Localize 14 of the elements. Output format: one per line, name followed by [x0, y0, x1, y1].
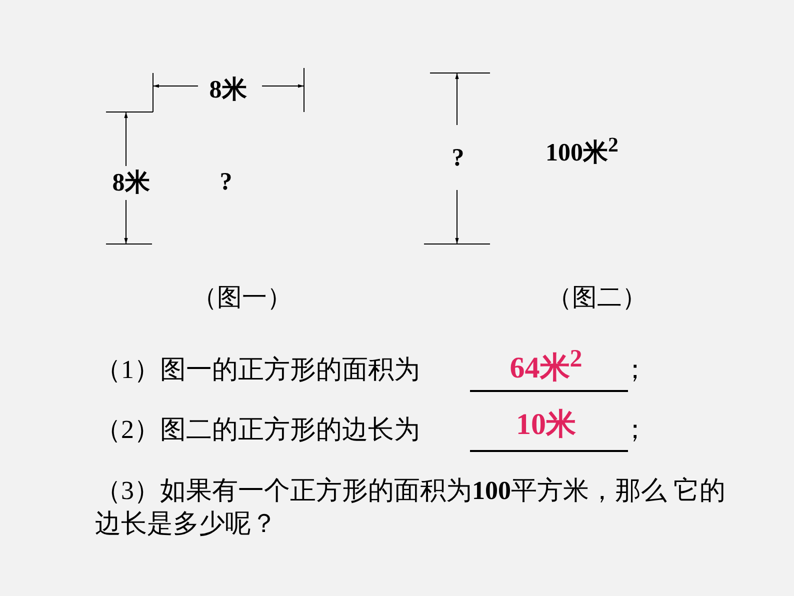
- question-text: （2）图二的正方形的边长为: [95, 417, 420, 443]
- unknown-mark: ?: [220, 170, 232, 194]
- answer-text: 10米: [516, 410, 576, 440]
- area-label: 100米$^{2}$: [546, 134, 618, 166]
- dimension-label: 8米: [112, 170, 150, 196]
- figure-caption: （图二）: [547, 286, 647, 310]
- punctuation: ；: [622, 417, 648, 443]
- unknown-mark: ?: [452, 146, 464, 170]
- punctuation: ；: [622, 357, 648, 383]
- figure-caption: （图一）: [192, 286, 292, 310]
- question-text: （1）图一的正方形的面积为: [95, 357, 420, 383]
- answer-text: 64米$^{2}$: [510, 346, 582, 384]
- dimension-label: 8米: [209, 78, 247, 102]
- question-text: （3）如果有一个正方形的面积为100平方米，那么 它的边长是多少呢？: [95, 475, 726, 540]
